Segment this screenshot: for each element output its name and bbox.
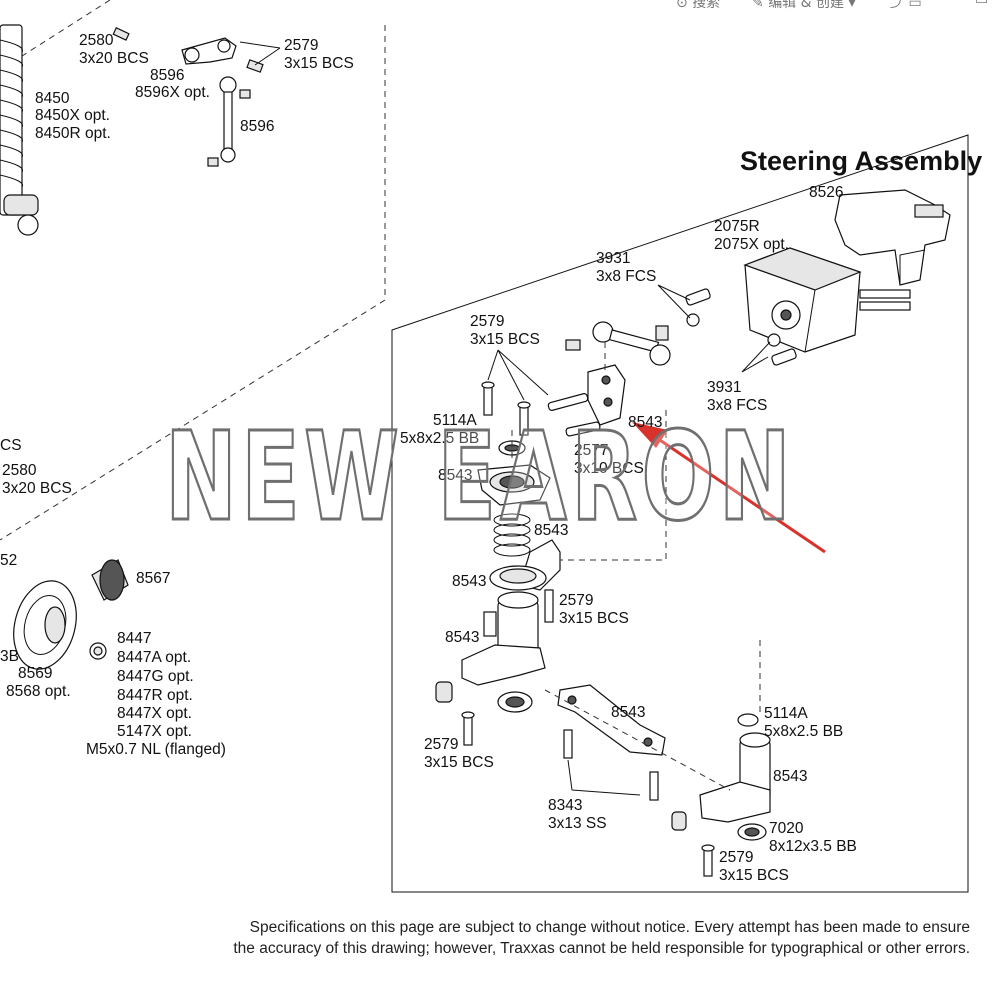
- part-label-cs: CS: [0, 437, 22, 454]
- base-arm-8543: [435, 644, 546, 746]
- servo-horn-linkage: [565, 321, 671, 366]
- share-icon[interactable]: ⤴ ▭: [890, 0, 922, 11]
- edit-create-icon[interactable]: ✎ 编辑 & 创建 ▾: [752, 0, 856, 12]
- bellcrank-8543-right: [671, 713, 771, 877]
- servo-2075r: [743, 247, 911, 353]
- part-label-5x8-bearing: 5x8x2.5 BB: [400, 430, 479, 447]
- steering-assembly-frame: [391, 134, 969, 893]
- footer-disclaimer-line2: the accuracy of this drawing; however, T…: [233, 940, 970, 957]
- shock-spring: [0, 24, 39, 236]
- part-label-8447r: 8447R opt.: [117, 687, 193, 704]
- part-label-3x15: 3x15 BCS: [424, 754, 494, 771]
- brake-rotor: [13, 559, 129, 670]
- part-label-8543: 8543: [534, 522, 568, 539]
- part-label-8450: 8450: [35, 90, 70, 107]
- part-label-2577: 2577: [574, 442, 608, 459]
- part-label-8447a: 8447A opt.: [117, 649, 191, 666]
- panel-divider: [0, 299, 386, 541]
- part-label-2580: 2580: [2, 462, 37, 479]
- part-label-3x20: 3x20 BCS: [79, 50, 149, 67]
- part-label-3x15: 3x15 BCS: [719, 867, 789, 884]
- part-label-2075r: 2075R: [714, 218, 760, 235]
- part-label-7020: 7020: [769, 820, 804, 837]
- search-label[interactable]: 搜索: [692, 0, 721, 11]
- spring-8543: [493, 513, 531, 557]
- part-label-8543: 8543: [438, 467, 472, 484]
- bearing-5114a-upper: [498, 440, 526, 456]
- part-label-3931: 3931: [707, 379, 741, 396]
- assembly-line: [544, 689, 731, 791]
- part-label-3x10: 3x10 BCS: [574, 460, 644, 477]
- part-label-8543: 8543: [452, 573, 486, 590]
- part-label-2579: 2579: [470, 313, 504, 330]
- assembly-line: [560, 410, 667, 561]
- part-label-3b: 3B: [0, 648, 19, 665]
- part-label-5114a: 5114A: [764, 705, 808, 722]
- part-label-8343: 8343: [548, 797, 582, 814]
- part-label-2579: 2579: [719, 849, 753, 866]
- part-label-3x8: 3x8 FCS: [596, 268, 656, 285]
- part-label-m5-nut: M5x0.7 NL (flanged): [86, 741, 226, 758]
- watermark: NEW EARON: [165, 406, 795, 548]
- part-label-8596x: 8596X opt.: [135, 84, 210, 101]
- drag-link-8543: [557, 684, 666, 801]
- link-8596: [112, 27, 281, 167]
- part-label-5147x: 5147X opt.: [117, 723, 192, 740]
- screws-2579-upper: [481, 349, 549, 436]
- diagram-title: Steering Assembly: [740, 146, 982, 176]
- part-label-3931: 3931: [596, 250, 630, 267]
- part-label-3x13: 3x13 SS: [548, 815, 607, 832]
- part-label-3x15: 3x15 BCS: [559, 610, 629, 627]
- bellcrank-8543-upper: [547, 364, 626, 437]
- part-label-8543: 8543: [773, 768, 807, 785]
- cap-8543: [477, 464, 551, 506]
- part-label-3x15: 3x15 BCS: [470, 331, 540, 348]
- part-label-8x12-bearing: 8x12x3.5 BB: [769, 838, 857, 855]
- part-label-8596: 8596: [240, 118, 274, 135]
- part-label-8543: 8543: [445, 629, 479, 646]
- part-label-8596: 8596: [150, 67, 184, 84]
- part-label-5114a: 5114A: [433, 412, 477, 429]
- part-label-3x8: 3x8 FCS: [707, 397, 767, 414]
- more-icon[interactable]: ▭: [975, 0, 989, 8]
- search-icon[interactable]: ⊙ 搜索: [676, 0, 720, 12]
- part-label-8526: 8526: [809, 184, 843, 201]
- part-label-52: 52: [0, 552, 17, 569]
- part-label-3x20: 3x20 BCS: [2, 480, 72, 497]
- edit-create-label[interactable]: 编辑 & 创建: [768, 0, 845, 11]
- part-label-8450x: 8450X opt.: [35, 107, 110, 124]
- part-label-8450r: 8450R opt.: [35, 125, 111, 142]
- part-label-8543: 8543: [611, 704, 645, 721]
- part-label-5x8-bearing: 5x8x2.5 BB: [764, 723, 843, 740]
- part-label-8569: 8569: [18, 665, 52, 682]
- part-label-8447x: 8447X opt.: [117, 705, 192, 722]
- part-label-8543: 8543: [628, 414, 662, 431]
- arm-8543-mid: [489, 539, 561, 591]
- servo-screws-3931: [657, 284, 797, 373]
- part-label-8447: 8447: [117, 630, 151, 647]
- footer-disclaimer-line1: Specifications on this page are subject …: [249, 919, 970, 936]
- part-label-2579: 2579: [559, 592, 593, 609]
- part-label-2579: 2579: [424, 736, 458, 753]
- servo-mount-8526: [834, 189, 951, 286]
- part-label-2579: 2579: [284, 37, 318, 54]
- part-label-8567: 8567: [136, 570, 170, 587]
- part-label-8568: 8568 opt.: [6, 683, 71, 700]
- part-label-8447g: 8447G opt.: [117, 668, 194, 685]
- part-label-3x15: 3x15 BCS: [284, 55, 354, 72]
- part-label-2580: 2580: [79, 32, 114, 49]
- part-label-2075x: 2075X opt.: [714, 236, 789, 253]
- highlight-arrow: [632, 422, 826, 554]
